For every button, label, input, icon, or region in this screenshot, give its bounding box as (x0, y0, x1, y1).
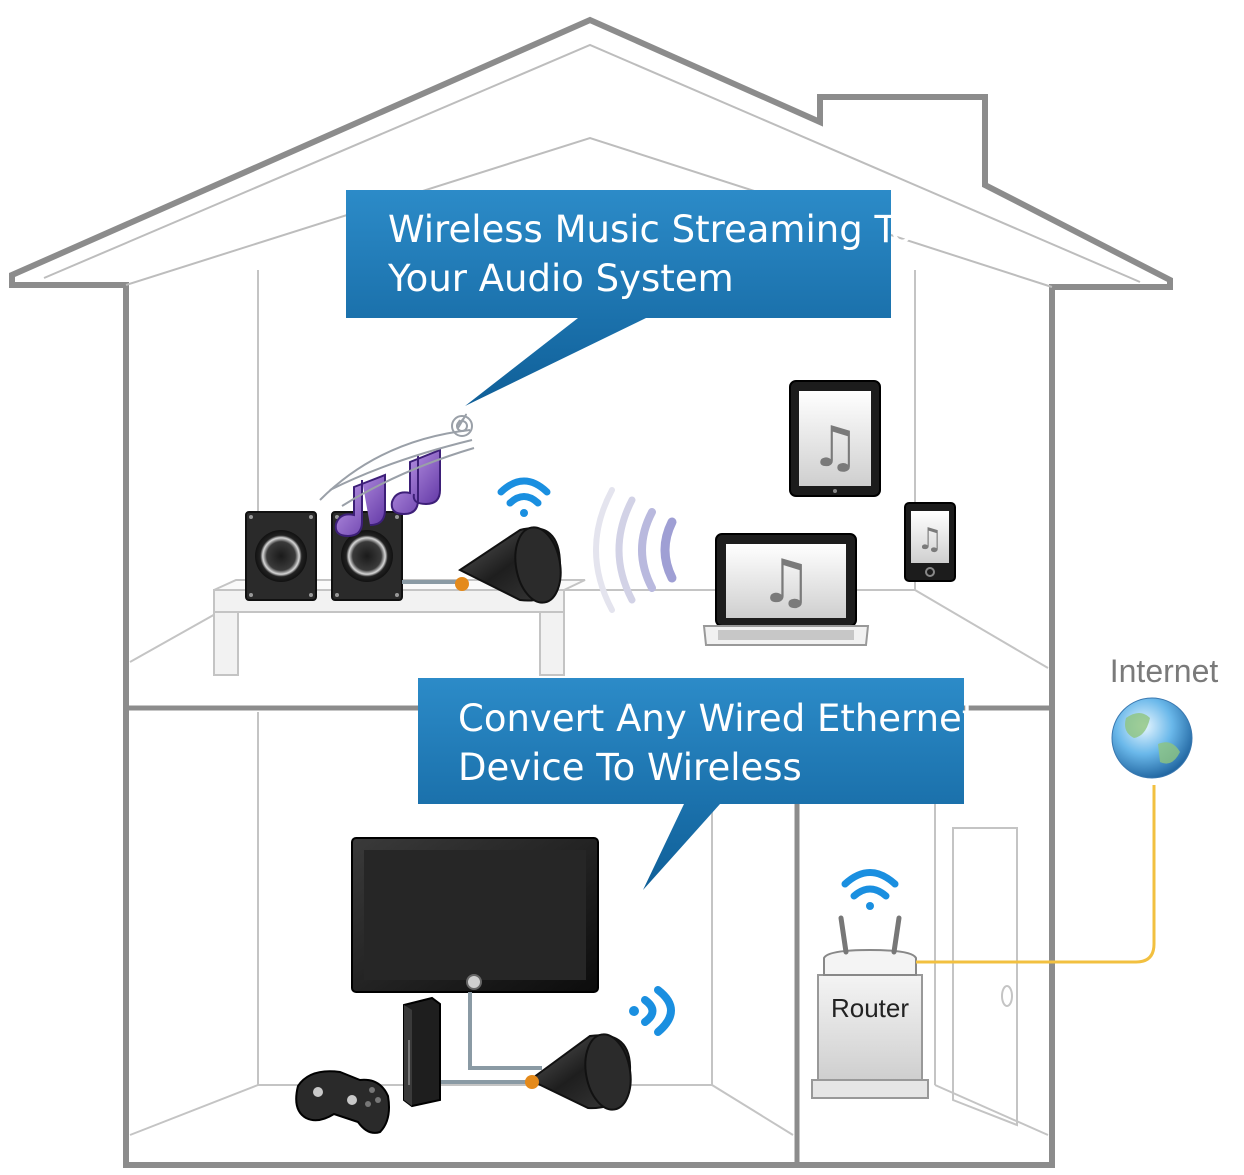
internet-label: Internet (1110, 653, 1219, 689)
internet-cable (916, 785, 1156, 964)
globe-icon (1111, 697, 1193, 779)
tv-icon (351, 837, 599, 993)
door (952, 827, 1018, 1127)
laptop-icon: ♫ (702, 533, 870, 646)
callout-ethernet-conversion: Convert Any Wired Ethernet Device To Wir… (418, 678, 976, 890)
callout-audio-line-2: Your Audio System (387, 257, 734, 300)
svg-text:♫: ♫ (810, 415, 860, 480)
music-swirl-lines (319, 413, 475, 507)
swirl-icon (451, 415, 473, 437)
speaker-left (245, 511, 317, 601)
radio-waves-icon (593, 487, 677, 613)
ethernet-cable-tv (468, 992, 542, 1070)
svg-text:♫: ♫ (759, 547, 813, 617)
tablet-icon: ♫ (789, 380, 881, 497)
router-icon: Router (811, 915, 929, 1099)
roof-inner-line (43, 43, 1141, 283)
wifi-icon (841, 869, 899, 910)
wifi-icon (629, 986, 675, 1036)
wifi-icon (497, 477, 551, 517)
roof-inner-line-2 (125, 136, 1053, 288)
wireless-adapter-lower (525, 1033, 632, 1111)
callout-audio-streaming: Wireless Music Streaming To Your Audio S… (346, 190, 913, 406)
svg-text:♫: ♫ (917, 522, 944, 557)
phone-icon: ♫ (904, 502, 956, 582)
callout-audio-line-1: Wireless Music Streaming To (388, 208, 913, 251)
house-outline (9, 16, 1173, 1168)
game-controller-icon (295, 1070, 390, 1134)
music-note-icon (334, 448, 441, 538)
callout-ethernet-line-2: Device To Wireless (458, 746, 802, 789)
game-console-icon (403, 996, 441, 1108)
router-label: Router (831, 993, 909, 1023)
callout-ethernet-line-1: Convert Any Wired Ethernet (458, 697, 976, 740)
wireless-adapter-upper (455, 526, 562, 604)
